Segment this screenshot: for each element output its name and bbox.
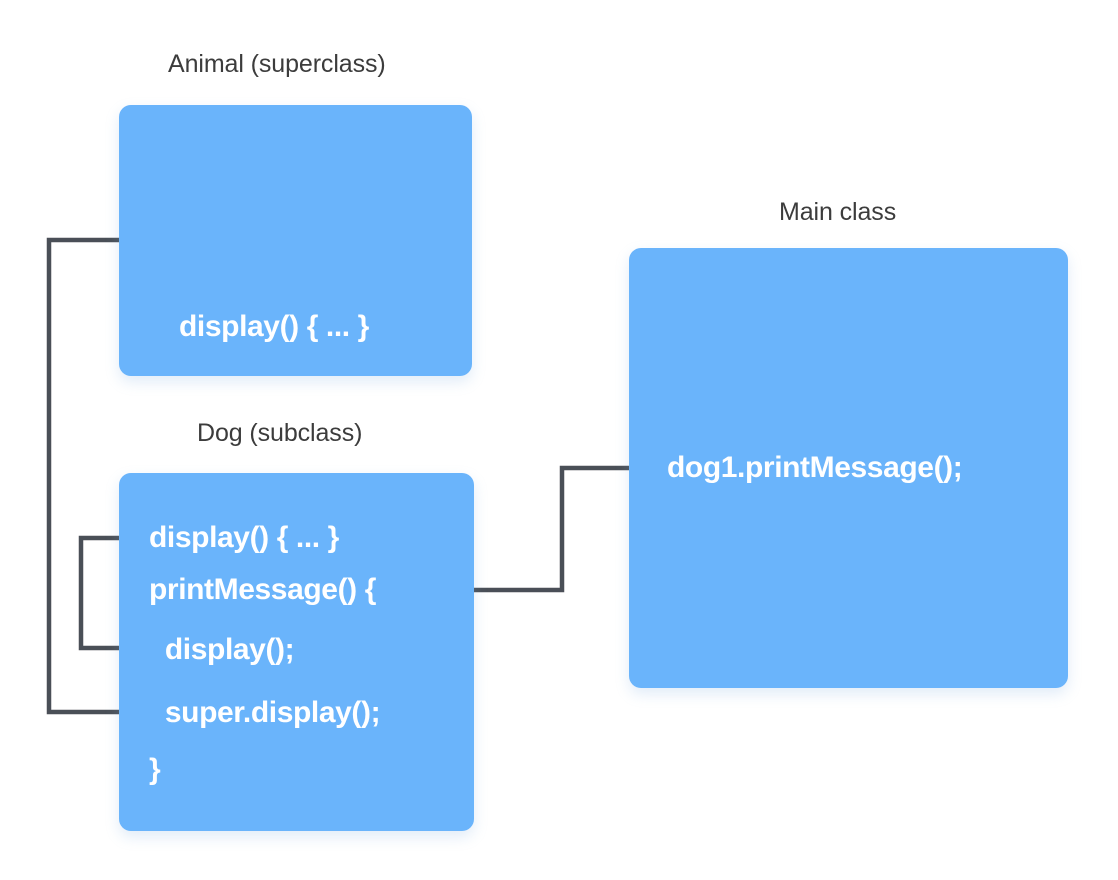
dog-member-display: display() { ... }: [149, 521, 339, 554]
animal-member-display: display() { ... }: [179, 310, 369, 343]
class-box-animal: display() { ... }: [119, 105, 472, 376]
class-box-main: dog1.printMessage();: [629, 248, 1068, 688]
class-label-dog: Dog (subclass): [197, 419, 363, 447]
arrow-main-call-to-dog-printmessage: [426, 465, 648, 609]
arrow-super-display-to-animal-display: [46, 221, 194, 715]
dog-member-printmessage-open: printMessage() {: [149, 573, 376, 606]
dog-statement-super-display-call: super.display();: [149, 696, 381, 729]
class-label-main: Main class: [779, 198, 897, 226]
class-box-dog: display() { ... } printMessage() { displ…: [119, 473, 474, 831]
dog-member-printmessage-close: }: [149, 753, 161, 786]
arrow-display-call-to-dog-display: [78, 519, 159, 651]
class-label-animal: Animal (superclass): [168, 50, 386, 78]
dog-statement-display-call: display();: [149, 633, 295, 666]
main-statement-dog1-printmessage: dog1.printMessage();: [667, 451, 963, 484]
